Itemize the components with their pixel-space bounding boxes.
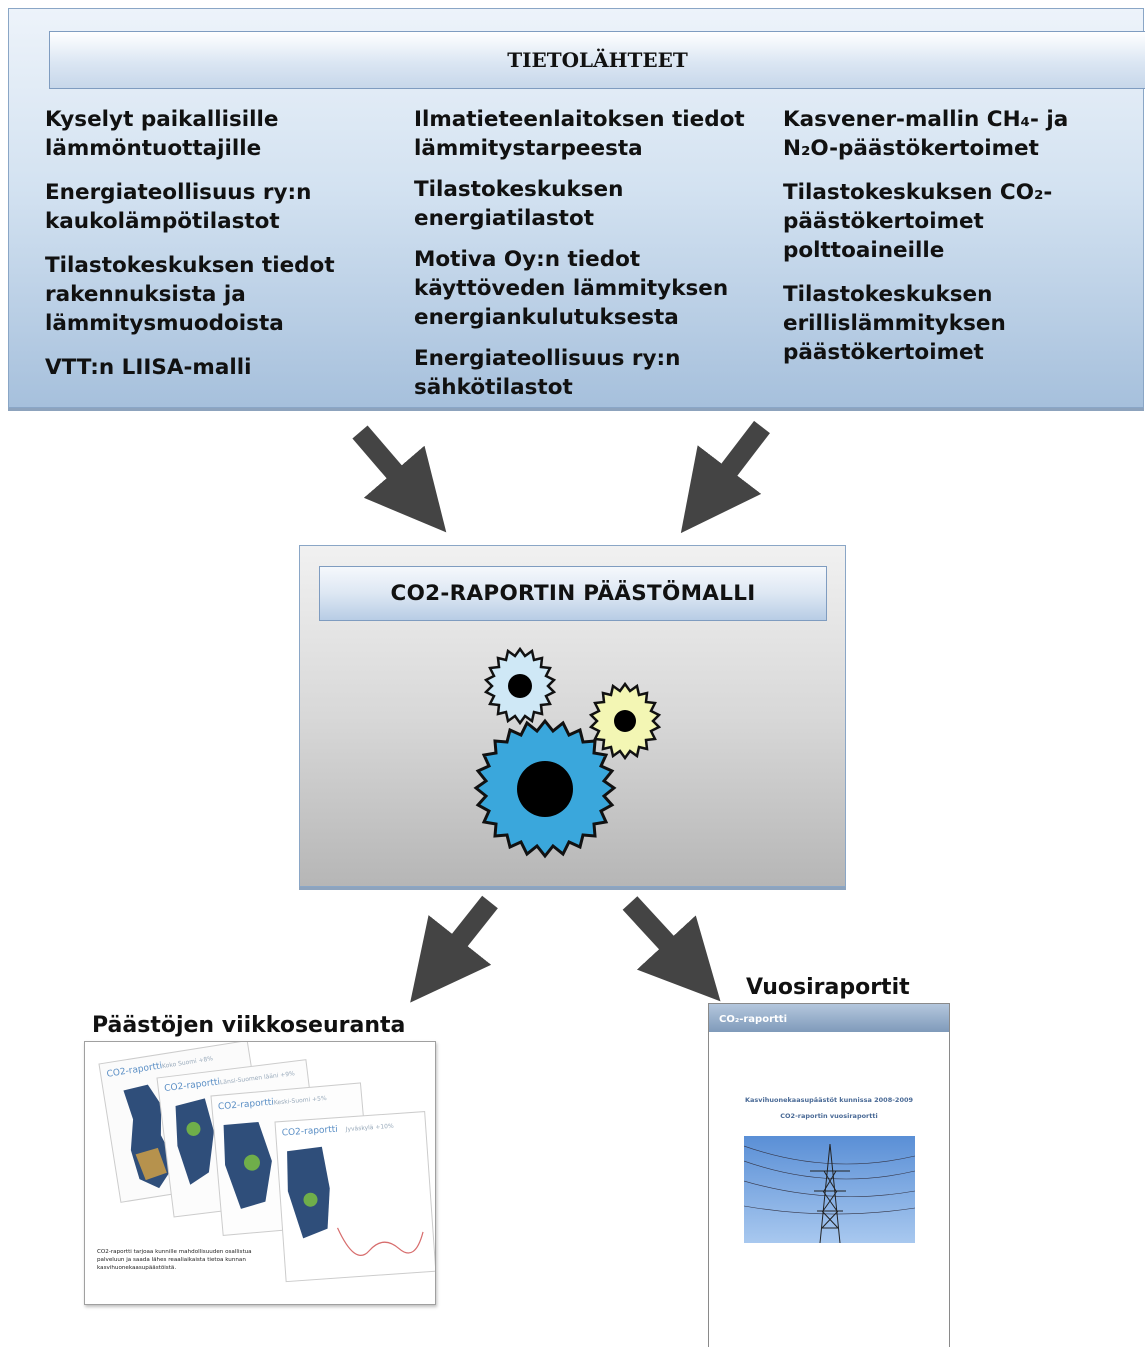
source-item: Motiva Oy:n tiedot käyttöveden lämmityks… (414, 247, 729, 330)
arrow-down-right-icon (352, 425, 447, 533)
gears-icon (473, 646, 662, 859)
arrow-down-right-icon (622, 896, 721, 1002)
large-blue-gear-icon (473, 718, 617, 859)
weekly-caption: CO2-raportti tarjoaa kunnille mahdollisu… (97, 1249, 252, 1271)
arrow-down-left-icon (410, 895, 498, 1003)
model-title: CO2-RAPORTIN PÄÄSTÖMALLI (319, 566, 827, 621)
annual-report-thumbnail[interactable]: CO₂-raportti Kasvihuonekaasupäästöt kunn… (708, 1003, 950, 1347)
sources-column-1: Kyselyt paikallisille lämmöntuottajille … (45, 105, 405, 397)
card-region: Jyväskylä +10% (344, 1123, 394, 1133)
source-item: Ilmatieteenlaitoksen tiedot lämmitystarp… (414, 107, 745, 161)
small-blue-gear-icon (483, 646, 557, 726)
sources-panel: TIETOLÄHTEET Kyselyt paikallisille lämmö… (8, 8, 1145, 408)
annual-reports-label: Vuosiraportit (746, 975, 910, 1000)
annual-report-title: Kasvihuonekaasupäästöt kunnissa 2008-200… (744, 1096, 914, 1104)
annual-report-subtitle: CO2-raportin vuosiraportti (780, 1112, 878, 1120)
small-yellow-gear-icon (588, 681, 662, 761)
emission-model-box: CO2-RAPORTIN PÄÄSTÖMALLI (299, 545, 846, 887)
sources-column-3: Kasvener-mallin CH₄- ja N₂O-päästökertoi… (783, 105, 1123, 382)
card-brand: CO2-raportti (281, 1125, 338, 1139)
weekly-report-thumbnail[interactable]: CO2-raportti Koko Suomi +8% CO2-raportti… (84, 1041, 436, 1305)
sources-title: TIETOLÄHTEET (49, 31, 1145, 89)
source-item: VTT:n LIISA-malli (45, 355, 252, 380)
source-item: Tilastokeskuksen energiatilastot (414, 177, 624, 231)
arrow-down-left-icon (680, 420, 770, 534)
weekly-report-cards: CO2-raportti Koko Suomi +8% CO2-raportti… (98, 1042, 435, 1283)
source-item: Tilastokeskuksen tiedot rakennuksista ja… (45, 253, 335, 336)
source-item: Kasvener-mallin CH₄- ja N₂O-päästökertoi… (783, 107, 1069, 161)
source-item: Tilastokeskuksen CO₂-päästökertoimet pol… (783, 180, 1053, 263)
card-brand: CO2-raportti (218, 1098, 275, 1113)
source-item: Kyselyt paikallisille lämmöntuottajille (45, 107, 279, 161)
source-item: Tilastokeskuksen erillislämmityksen pääs… (783, 282, 1006, 365)
power-pylon-photo (744, 1136, 915, 1243)
source-item: Energiateollisuus ry:n kaukolämpötilasto… (45, 180, 312, 234)
sources-column-2: Ilmatieteenlaitoksen tiedot lämmitystarp… (414, 105, 779, 414)
card-region: Keski-Suomi +5% (274, 1095, 328, 1107)
source-item: Energiateollisuus ry:n sähkötilastot (414, 346, 681, 400)
weekly-monitoring-label: Päästöjen viikkoseuranta (92, 1013, 406, 1038)
annual-report-header: CO₂-raportti (709, 1004, 949, 1032)
